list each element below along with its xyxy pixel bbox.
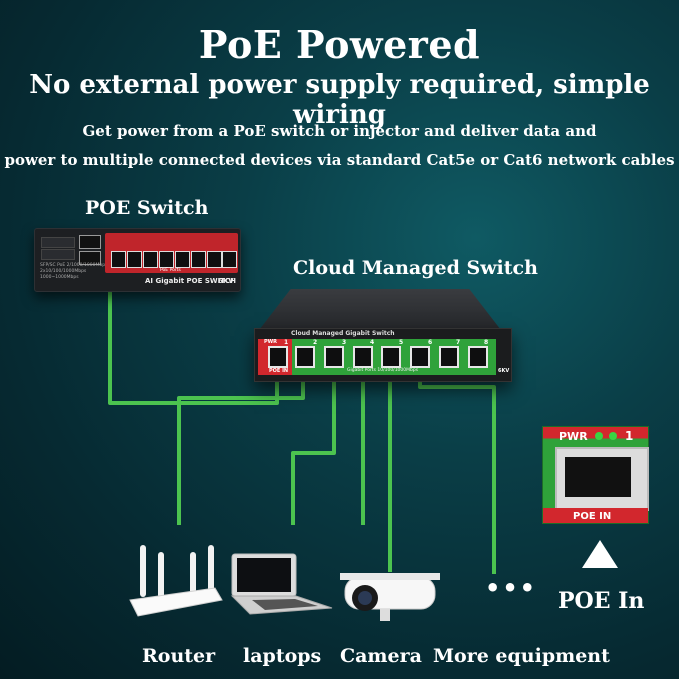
- managed-switch-caption: Cloud Managed Gigabit Switch: [291, 330, 395, 337]
- poe-port: [175, 251, 190, 268]
- poe-ports-label: PoE Ports: [160, 268, 181, 273]
- description-line-2: power to multiple connected devices via …: [4, 151, 675, 169]
- security-camera-icon: [340, 573, 440, 621]
- poe-port: [111, 251, 126, 268]
- sfp-port: [41, 237, 75, 248]
- poe-switch-label: POE Switch: [85, 197, 209, 219]
- page-subtitle: No external power supply required, simpl…: [29, 70, 650, 130]
- spec-text: 1000~1000Mbps: [40, 275, 79, 280]
- description-line-1: Get power from a PoE switch or injector …: [82, 122, 597, 140]
- poe-switch-device: SFP/SC PoE 2/1000/1000Mbps 2x10/100/1000…: [34, 228, 241, 292]
- ethernet-port: [468, 346, 488, 368]
- port-number: 7: [456, 339, 461, 346]
- ethernet-port: [295, 346, 315, 368]
- poe-switch-caption: AI Gigabit POE SWITCH: [145, 277, 236, 285]
- poe-port-panel: PoE Ports: [105, 233, 238, 273]
- uplink-cable: [108, 290, 279, 405]
- rj45-jack-icon: [555, 447, 649, 511]
- more-equipment-label: More equipment: [433, 645, 610, 667]
- ethernet-port: [324, 346, 344, 368]
- cloud-managed-switch-label: Cloud Managed Switch: [293, 257, 538, 279]
- ethernet-port: [353, 346, 373, 368]
- poe-in-port-label: POE IN: [269, 368, 289, 374]
- link-led-icon: [609, 432, 617, 440]
- port-number: 5: [399, 339, 404, 346]
- spec-text: 2x10/100/1000Mbps: [40, 269, 87, 274]
- zoom-pwr-label: PWR: [559, 430, 588, 443]
- surge-badge: 6KV: [498, 368, 510, 374]
- poe-port: [127, 251, 142, 268]
- gigabit-ports-label: Gigabit Ports 10/100/1000Mbps: [347, 368, 419, 373]
- spec-text: SFP/SC PoE 2/1000/1000Mbps: [40, 263, 108, 268]
- pwr-led-icon: [595, 432, 603, 440]
- zoom-poe-in-bar: [543, 508, 648, 523]
- poe-port: [191, 251, 206, 268]
- pwr-led-label: PWR: [264, 339, 278, 345]
- router-cable: [177, 366, 305, 525]
- managed-switch-device: Cloud Managed Gigabit Switch PWR 1 2 3 4…: [254, 328, 512, 382]
- poe-port: [143, 251, 158, 268]
- surge-badge: 6KV: [218, 277, 234, 285]
- ethernet-port: [268, 346, 288, 368]
- poe-port: [222, 251, 237, 268]
- uplink-port: [79, 251, 101, 265]
- router-icon: [129, 545, 223, 617]
- ethernet-port: [439, 346, 459, 368]
- router-label: Router: [142, 645, 216, 667]
- up-arrow-icon: [582, 540, 618, 568]
- zoom-poe-in-label: POE IN: [573, 511, 612, 522]
- poe-in-zoom-callout: PWR 1 POE IN: [542, 426, 649, 524]
- poe-port: [207, 251, 222, 268]
- ethernet-port: [381, 346, 401, 368]
- laptop-cable: [291, 366, 336, 525]
- poe-port: [159, 251, 174, 268]
- uplink-port: [79, 235, 101, 249]
- more-equipment-dots-icon: •••: [485, 574, 538, 602]
- port-number: 1: [284, 339, 289, 346]
- port-number: 3: [342, 339, 347, 346]
- camera-label: Camera: [340, 645, 422, 667]
- laptops-label: laptops: [243, 645, 322, 667]
- managed-switch-top: [256, 289, 504, 334]
- page-title: PoE Powered: [198, 22, 481, 67]
- sfp-port: [41, 249, 75, 260]
- port-number: 8: [484, 339, 489, 346]
- ethernet-port: [410, 346, 430, 368]
- laptop-icon: [230, 553, 333, 615]
- port-number: 6: [428, 339, 433, 346]
- port-number: 4: [370, 339, 375, 346]
- poe-in-label: POE In: [558, 588, 645, 614]
- zoom-port-number: 1: [625, 429, 634, 443]
- port-number: 2: [313, 339, 318, 346]
